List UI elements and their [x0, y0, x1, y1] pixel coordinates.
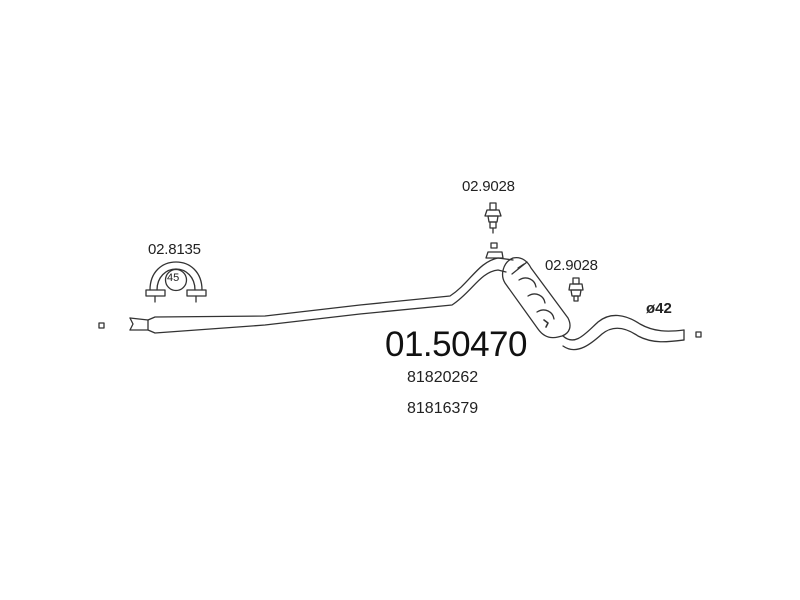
clamp-code: 02.8135: [148, 241, 201, 258]
oem-number-2: 81816379: [407, 400, 479, 417]
rear-end-marker: [695, 331, 702, 338]
front-end-marker: [98, 322, 105, 329]
clamp-size: 45: [167, 272, 180, 284]
hanger-rear-part: [568, 277, 584, 302]
front-pipe: [129, 257, 514, 334]
clamp-part: [145, 261, 207, 303]
pipe-diameter-label: ø42: [646, 300, 672, 317]
hanger-top-part: [484, 202, 502, 234]
tail-pipe: [562, 314, 685, 351]
muffler: [502, 256, 571, 339]
hanger-rear-code: 02.9028: [545, 257, 598, 274]
hanger-top-code: 02.9028: [462, 178, 515, 195]
oem-number-1: 81820262: [407, 369, 479, 386]
pipe-hanger-stud: [485, 242, 504, 259]
part-number: 01.50470: [385, 325, 527, 364]
